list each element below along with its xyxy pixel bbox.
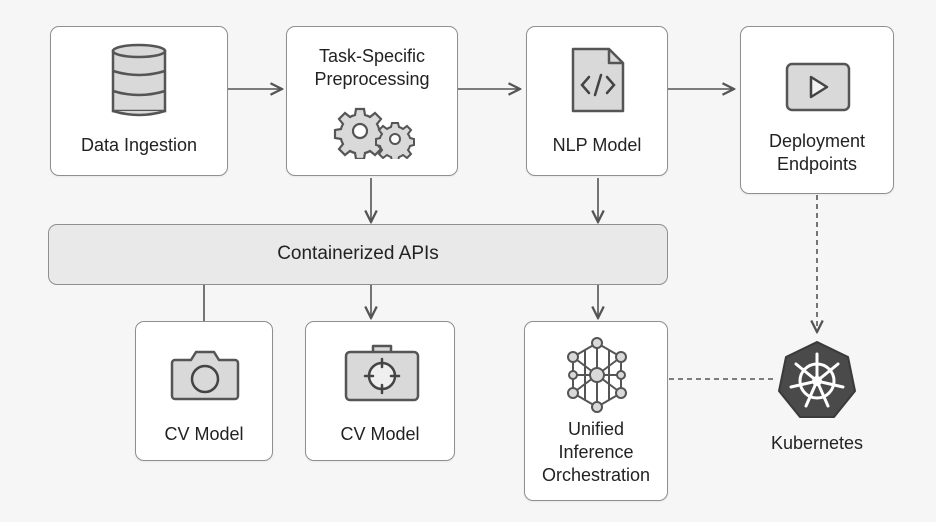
containerized-apis-bar[interactable]: Containerized APIs [48,224,668,285]
cv-model-node[interactable]: CV Model [305,321,455,461]
gears-icon [333,107,415,159]
deployment-endpoints-label: Deployment Endpoints [768,131,866,174]
deployment-endpoints-node[interactable]: Deployment Endpoints [740,26,894,194]
cv-model-node[interactable]: CV Model [135,321,273,461]
kubernetes-helm-icon[interactable] [776,340,858,420]
nlp-model-node[interactable]: NLP Model [526,26,668,176]
cv-model-label: CV Model [164,424,244,444]
nlp-model-label: NLP Model [552,135,642,155]
orchestration-node[interactable]: Unified Inference Orchestration [524,321,668,501]
database-icon [111,43,167,117]
cv-model-label: CV Model [340,424,420,444]
code-document-icon [571,47,625,113]
camera-target-icon [344,344,420,402]
orchestration-label: Unified Inference Orchestration [541,419,651,485]
camera-icon [170,350,240,401]
data-ingestion-label: Data Ingestion [80,135,198,155]
containerized-apis-label: Containerized APIs [277,243,439,264]
network-graph-icon [567,337,627,413]
data-ingestion-node[interactable]: Data Ingestion [50,26,228,176]
play-icon [785,62,851,112]
preprocessing-label: Task-Specific Preprocessing [314,46,430,89]
preprocessing-node[interactable]: Task-Specific Preprocessing [286,26,458,176]
kubernetes-label: Kubernetes [770,433,864,453]
